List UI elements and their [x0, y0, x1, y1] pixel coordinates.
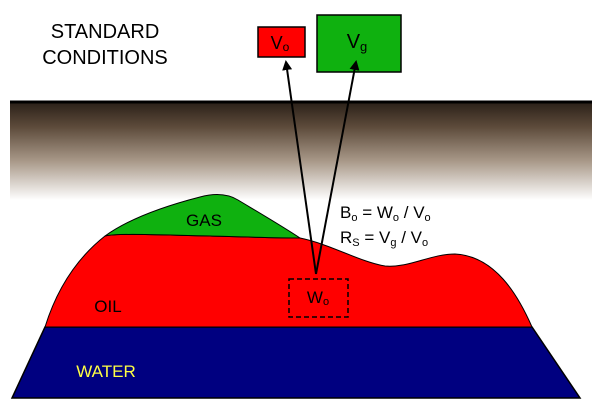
reservoir-oil-label: Wo [307, 288, 329, 308]
water-label: WATER [76, 362, 136, 381]
heading-line1: STANDARD [51, 21, 160, 43]
ground-layer [10, 100, 592, 200]
rs-equation: RS = Vg / Vo [340, 228, 428, 249]
arrow-to-gas-volume [315, 60, 360, 275]
gas-volume-label: Vg [347, 31, 368, 54]
gas-label: GAS [186, 211, 222, 230]
oil-label: OIL [94, 297, 121, 316]
gas-volume-box: Vg [316, 14, 402, 73]
gas-zone [104, 194, 302, 239]
bo-equation: Bo = Wo / Vo [340, 203, 431, 224]
reservoir-oil-box: Wo [288, 278, 349, 318]
oil-volume-box: Vo [257, 26, 306, 58]
arrow-to-oil-volume [282, 60, 317, 275]
heading-line2: CONDITIONS [42, 47, 168, 69]
oil-volume-label: Vo [271, 33, 290, 54]
